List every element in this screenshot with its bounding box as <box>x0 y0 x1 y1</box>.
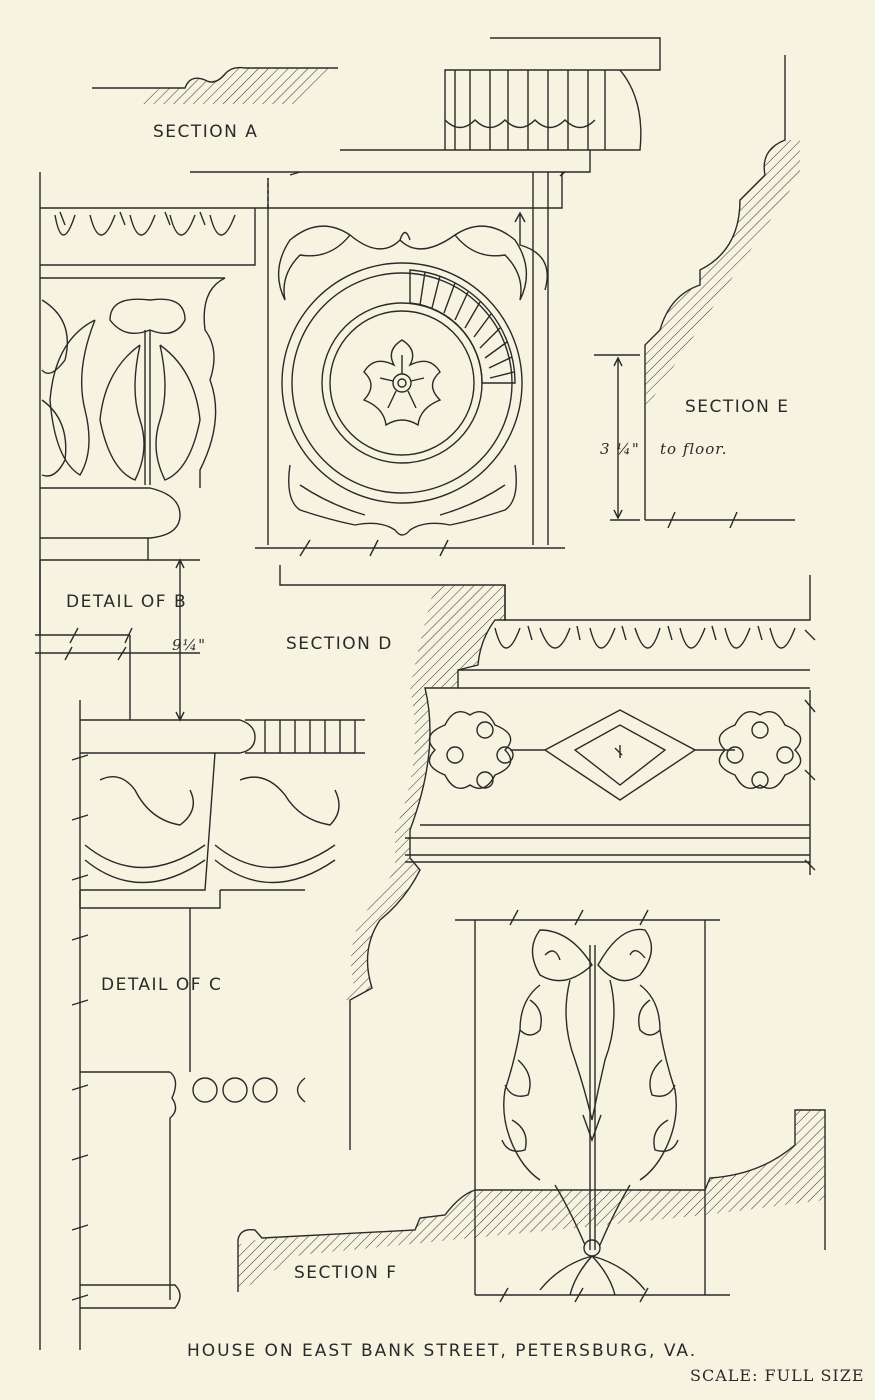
drawing-title: HOUSE ON EAST BANK STREET, PETERSBURG, V… <box>187 1341 698 1361</box>
detail-b-shaft <box>35 558 200 722</box>
scale-note: SCALE: FULL SIZE <box>690 1366 865 1385</box>
section-d-profile <box>279 565 816 1150</box>
detail-c-capital <box>71 700 365 1350</box>
section-e-dimension: 3 ¼" <box>600 440 640 458</box>
to-floor-note: to floor. <box>660 440 728 458</box>
section-d-label: SECTION D <box>286 634 393 654</box>
section-f-panel <box>237 909 826 1303</box>
bead-moulding <box>80 1071 306 1309</box>
section-a-profile <box>92 66 338 104</box>
detail-b-dimension: 9¼" <box>172 636 206 654</box>
detail-c-label: DETAIL OF C <box>101 975 223 995</box>
detail-b-label: DETAIL OF B <box>66 592 188 612</box>
rosette-panel <box>255 171 566 557</box>
section-e-profile <box>594 55 800 529</box>
top-cornice <box>40 37 661 209</box>
section-a-label: SECTION A <box>153 122 259 142</box>
section-f-label: SECTION F <box>294 1263 398 1283</box>
left-capital <box>39 172 256 1350</box>
section-e-label: SECTION E <box>685 397 790 417</box>
